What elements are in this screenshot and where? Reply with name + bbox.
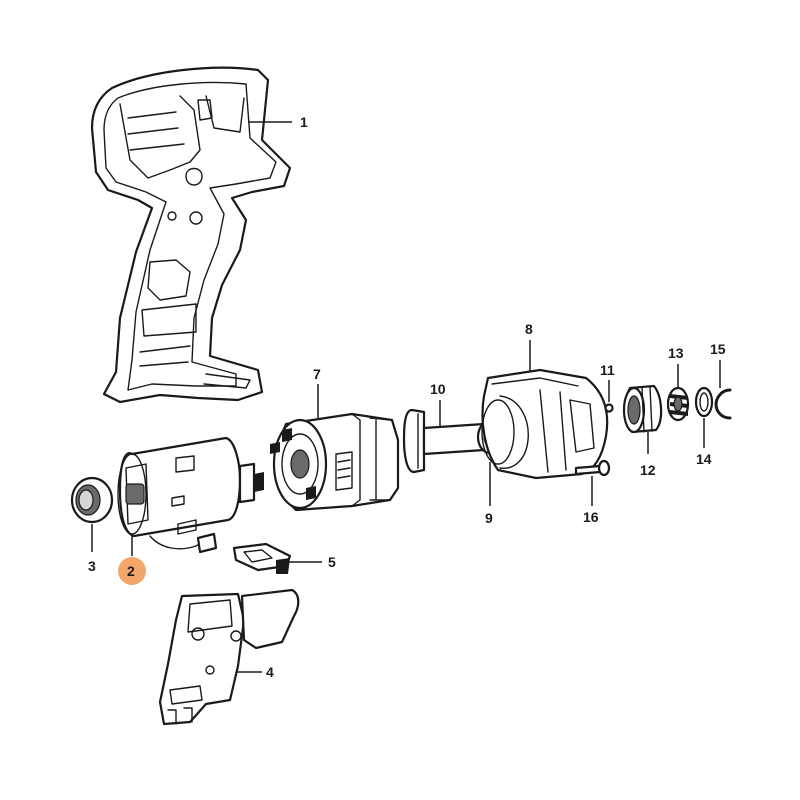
callout-3[interactable]: 3	[88, 558, 96, 574]
callout-2-highlight	[118, 557, 146, 585]
callout-12[interactable]: 12	[640, 462, 656, 478]
callout-10[interactable]: 10	[430, 381, 446, 397]
part-housing[interactable]	[90, 66, 292, 404]
part-trigger-switch[interactable]	[158, 588, 300, 726]
callout-13[interactable]: 13	[668, 345, 684, 361]
callout-16[interactable]: 16	[583, 509, 599, 525]
part-terminal-clip[interactable]	[232, 542, 292, 574]
callout-7[interactable]: 7	[313, 366, 321, 382]
part-screw[interactable]	[574, 459, 611, 477]
callout-8[interactable]: 8	[525, 321, 533, 337]
callout-15[interactable]: 15	[710, 341, 726, 357]
callout-11[interactable]: 11	[600, 362, 615, 378]
part-motor[interactable]	[117, 436, 264, 554]
part-front-housing[interactable]	[481, 368, 609, 480]
callout-1[interactable]: 1	[300, 114, 308, 130]
callout-5[interactable]: 5	[328, 554, 336, 570]
callout-2[interactable]: 2	[127, 563, 135, 579]
callout-4[interactable]: 4	[266, 664, 274, 680]
part-spring[interactable]	[666, 386, 690, 422]
part-washer[interactable]	[694, 386, 714, 418]
callout-9[interactable]: 9	[485, 510, 493, 526]
part-ball[interactable]	[604, 403, 614, 413]
part-gearbox[interactable]	[270, 412, 400, 512]
part-end-cap[interactable]	[70, 476, 114, 524]
part-retaining-ring[interactable]	[714, 388, 732, 420]
callout-14[interactable]: 14	[696, 451, 712, 467]
part-collar[interactable]	[622, 384, 663, 434]
